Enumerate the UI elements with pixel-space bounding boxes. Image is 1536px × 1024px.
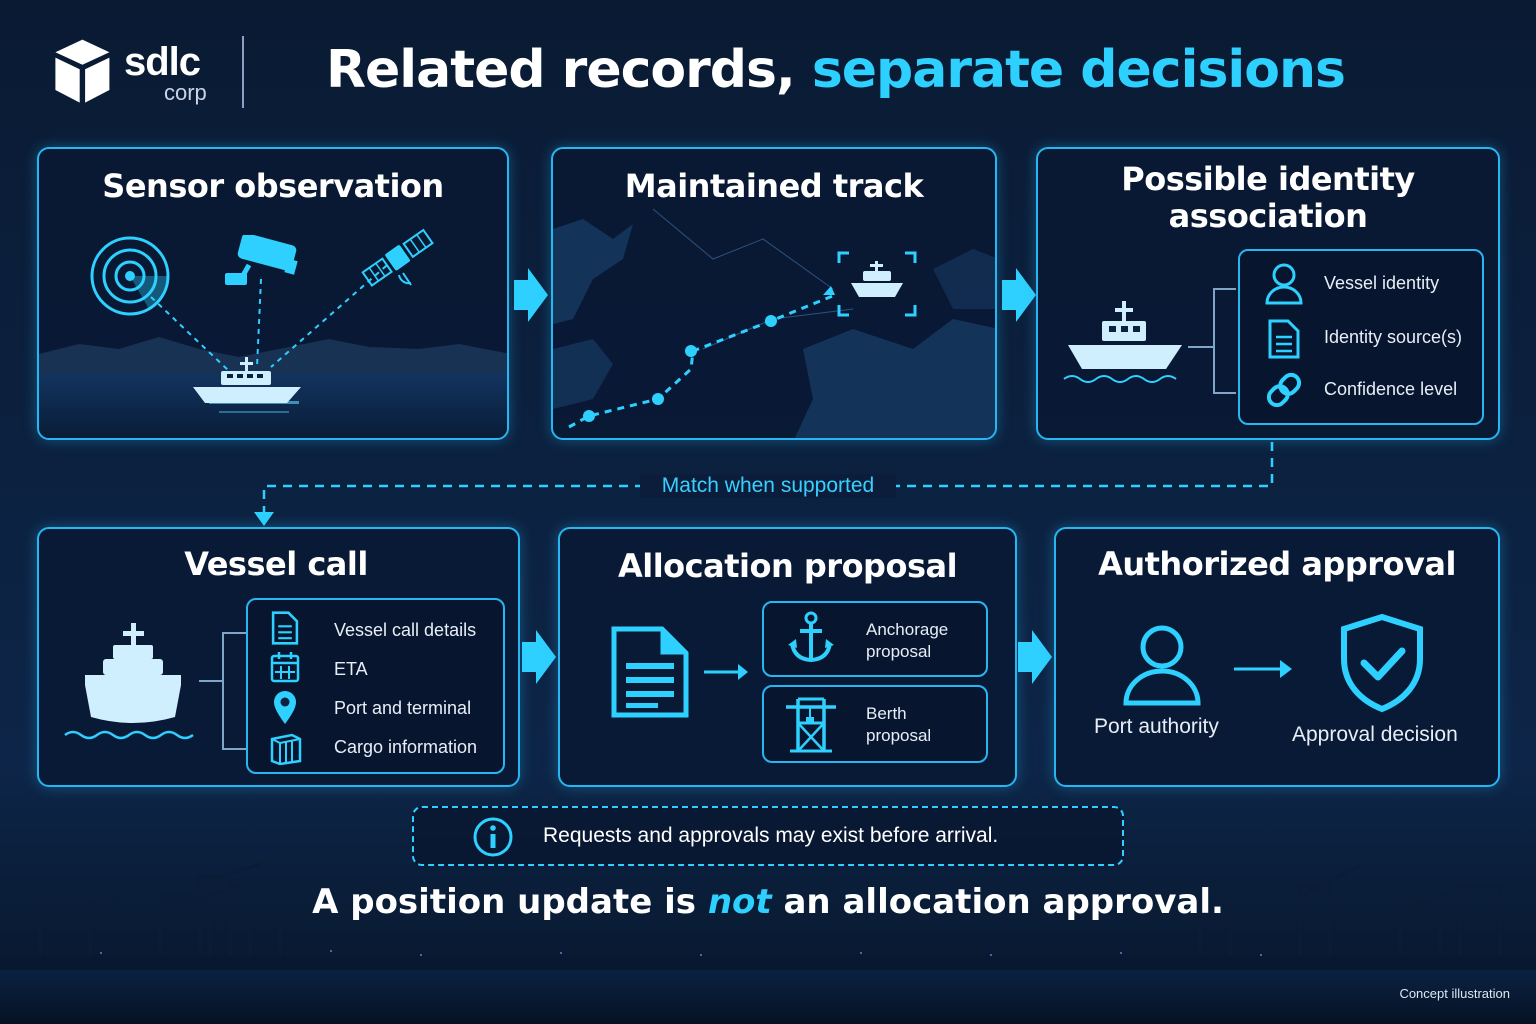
link-icon <box>1266 372 1302 408</box>
sensor-observation-title: Sensor observation <box>102 167 444 205</box>
identity-ship-icon <box>1063 301 1182 383</box>
flow-arrow-3 <box>522 630 556 684</box>
concept-illustration-label: Concept illustration <box>1399 986 1510 1001</box>
crane-icon <box>786 697 836 753</box>
location-pin-icon <box>274 691 296 724</box>
identity-title-line1: Possible identity <box>1121 160 1415 198</box>
berth-line1: Berth <box>866 704 907 723</box>
vessel-call-item-port-terminal: Port and terminal <box>334 698 472 718</box>
ship-icon <box>193 357 301 403</box>
berth-proposal-label: Berth proposal <box>866 703 931 747</box>
maintained-track-title: Maintained track <box>624 167 924 205</box>
document-icon <box>271 611 299 645</box>
key-message-emphasis: not <box>707 882 772 922</box>
tracked-ship-icon <box>851 261 903 297</box>
logo-subtext: corp <box>164 80 207 105</box>
camera-icon <box>225 235 298 285</box>
match-when-supported-label: Match when supported <box>640 474 896 498</box>
identity-association-title: Possible identity association <box>1038 161 1498 235</box>
authorized-approval-title: Authorized approval <box>1098 545 1456 583</box>
identity-association-panel: Possible identity association Vessel ide… <box>1036 147 1500 440</box>
key-message-post: an allocation approval. <box>771 882 1224 922</box>
allocation-proposal-title: Allocation proposal <box>617 547 958 585</box>
calendar-icon <box>270 652 300 683</box>
port-authority-label: Port authority <box>1094 715 1219 738</box>
key-message: A position update is not an allocation a… <box>0 882 1536 922</box>
track-map <box>553 208 995 438</box>
approval-arrow-icon <box>1234 660 1292 678</box>
authorized-approval-panel: Authorized approval Port authority Appro… <box>1054 527 1500 787</box>
title-main: Related records, <box>326 40 812 100</box>
vessel-call-title: Vessel call <box>184 545 368 583</box>
vessel-call-item-details: Vessel call details <box>334 620 477 640</box>
port-authority-person-icon <box>1123 625 1201 706</box>
identity-item-vessel-identity: Vessel identity <box>1324 273 1440 293</box>
flow-arrow-4 <box>1018 630 1052 684</box>
container-icon <box>270 733 302 765</box>
identity-item-identity-sources: Identity source(s) <box>1324 327 1463 347</box>
person-icon <box>1265 263 1303 305</box>
info-icon <box>473 817 513 857</box>
port-skyline <box>0 862 1536 1024</box>
vessel-call-ship-icon <box>64 623 194 740</box>
arrival-note-box <box>412 806 1124 866</box>
anchorage-proposal-box <box>762 601 988 677</box>
anchorage-line2: proposal <box>866 642 932 661</box>
flow-arrow-1 <box>514 268 548 322</box>
vessel-call-item-eta: ETA <box>334 659 368 679</box>
maintained-track-panel: Maintained track <box>551 147 997 440</box>
vessel-call-panel: Vessel call Vessel call details ETA Port… <box>37 527 520 787</box>
flow-arrow-2 <box>1002 268 1036 322</box>
document-icon <box>1268 319 1300 359</box>
anchor-icon <box>788 611 834 663</box>
anchorage-line1: Anchorage <box>866 620 949 639</box>
anchorage-proposal-label: Anchorage proposal <box>866 619 948 663</box>
berth-line2: proposal <box>866 726 932 745</box>
vessel-call-bracket <box>199 632 247 750</box>
cube-logo-icon <box>55 39 110 103</box>
approval-decision-label: Approval decision <box>1292 723 1458 746</box>
page-title: Related records, separate decisions <box>326 40 1346 100</box>
sensor-scene <box>39 258 507 438</box>
proposal-document-icon <box>611 626 689 718</box>
identity-title-line2: association <box>1168 197 1368 235</box>
key-message-pre: A position update is <box>312 882 708 922</box>
shield-check-icon <box>1341 613 1423 713</box>
radar-icon <box>90 236 170 316</box>
match-connector <box>254 442 1274 526</box>
sensor-observation-panel: Sensor observation <box>37 147 509 440</box>
vessel-call-item-cargo: Cargo information <box>334 737 478 757</box>
proposal-arrow-icon <box>704 664 748 680</box>
identity-bracket <box>1188 288 1236 394</box>
logo-text: sdlc <box>124 40 201 84</box>
title-highlight: separate decisions <box>811 40 1346 100</box>
identity-item-confidence-level: Confidence level <box>1324 379 1458 399</box>
logo-divider <box>242 36 244 108</box>
satellite-icon <box>361 228 434 287</box>
arrival-note-text: Requests and approvals may exist before … <box>543 824 999 847</box>
allocation-proposal-panel: Allocation proposal Anchorage proposal <box>558 527 1017 787</box>
